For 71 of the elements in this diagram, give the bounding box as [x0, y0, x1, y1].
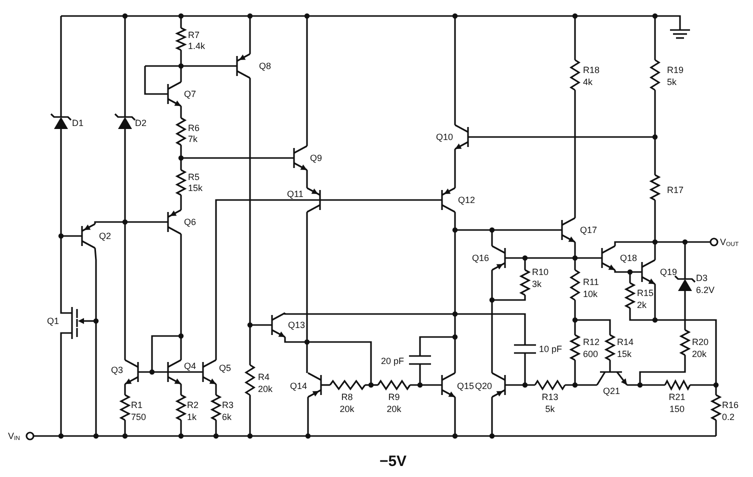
component-label: 20k — [258, 384, 273, 394]
component-label: R19 — [667, 65, 684, 75]
component-label: 6.2V — [696, 285, 715, 295]
supply-voltage-label: −5V — [379, 454, 407, 470]
component-label: Q18 — [620, 253, 638, 263]
component-label: V$_{OUT}$ — [720, 237, 739, 250]
component-label: Q11 — [287, 189, 304, 199]
component-label: Q14 — [290, 381, 308, 391]
component-label: 4k — [583, 77, 593, 87]
component-label: 15k — [617, 349, 632, 359]
component-label: R17 — [667, 185, 684, 195]
component-label: 20k — [386, 404, 402, 414]
component-label: R4 — [258, 372, 270, 382]
component-label: Q20 — [475, 381, 492, 391]
component-label: Q5 — [219, 363, 232, 373]
component-label: 1.4k — [188, 41, 206, 51]
component-label: Q19 — [660, 267, 678, 277]
component-label: 10 pF — [539, 344, 562, 354]
component-label: R20 — [692, 337, 709, 347]
component-label: R10 — [532, 267, 549, 277]
component-label: Q4 — [184, 361, 196, 371]
component-label: Q13 — [288, 320, 306, 330]
component-label: Q1 — [47, 316, 60, 326]
component-label: Q21 — [603, 386, 620, 396]
component-label: 6k — [222, 412, 232, 422]
component-label: 0.2 — [722, 412, 735, 422]
component-label: R21 — [668, 392, 686, 402]
component-label: 7k — [188, 134, 198, 144]
component-label: 10k — [583, 289, 598, 299]
component-label: 1k — [187, 412, 197, 422]
component-label: 20 pF — [381, 356, 404, 366]
component-label: R3 — [222, 400, 234, 410]
component-label: R2 — [187, 400, 199, 410]
component-label: R12 — [583, 337, 600, 347]
component-label: 2k — [637, 300, 647, 310]
component-label: 5k — [667, 77, 677, 87]
component-label: D1 — [72, 118, 84, 128]
component-label: R9 — [388, 392, 400, 402]
component-label: R18 — [583, 65, 600, 75]
component-label: V$_{IN}$ — [8, 431, 20, 444]
component-label: 750 — [131, 412, 146, 422]
component-label: R8 — [341, 392, 353, 402]
component-label: Q7 — [184, 89, 196, 99]
component-label: 150 — [669, 404, 685, 414]
component-label: Q10 — [436, 132, 454, 142]
component-label: Q16 — [472, 253, 490, 263]
component-label: R7 — [188, 30, 200, 40]
component-label: R11 — [583, 277, 599, 287]
component-label: Q2 — [99, 231, 112, 241]
component-label: R5 — [188, 172, 200, 182]
component-label: Q12 — [458, 195, 476, 205]
component-label: R1 — [131, 400, 143, 410]
component-label: Q6 — [184, 217, 196, 227]
component-label: R13 — [542, 392, 558, 402]
component-label: R14 — [617, 337, 634, 347]
component-label: R16 — [722, 400, 739, 410]
component-label: R15 — [637, 288, 654, 298]
component-label: Q17 — [580, 225, 598, 235]
component-label: Q15 — [457, 381, 474, 391]
component-label: 20k — [340, 404, 354, 414]
component-label: D2 — [135, 118, 147, 128]
component-label: D3 — [696, 273, 708, 283]
component-label: Q3 — [111, 365, 124, 375]
component-label: Q8 — [259, 61, 272, 71]
component-label: Q9 — [310, 153, 322, 163]
component-label: 5k — [545, 404, 555, 414]
component-label: 20k — [692, 349, 707, 359]
component-label: 3k — [532, 279, 542, 289]
component-label: 600 — [583, 349, 598, 359]
component-label: R6 — [188, 123, 200, 133]
component-label: 15k — [188, 183, 203, 193]
